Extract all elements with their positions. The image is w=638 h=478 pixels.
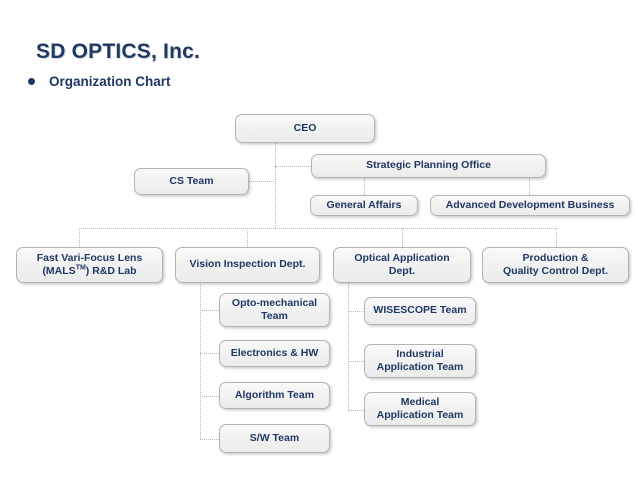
- node-general-affairs-label: General Affairs: [326, 198, 402, 211]
- node-production-line2: Quality Control Dept.: [503, 265, 608, 277]
- node-opto-mechanical-line2: Team: [261, 310, 288, 322]
- node-electronics-hw-label: Electronics & HW: [230, 346, 319, 359]
- connector-drop-optical: [402, 228, 403, 247]
- mals-close: ) R&D Lab: [85, 265, 137, 277]
- connector-vision-spine: [200, 280, 201, 439]
- node-advanced-development-business[interactable]: Advanced Development Business: [430, 195, 630, 216]
- connector-spo-to-ga: [364, 178, 365, 195]
- node-fast-vari-focus-lens-line2: (MALSTM) R&D Lab: [42, 265, 136, 278]
- connector-department-bar: [79, 228, 556, 229]
- connector-ceo-to-cs: [249, 181, 276, 182]
- connector-drop-production: [556, 228, 557, 247]
- node-fast-vari-focus-lens-rnd-lab[interactable]: Fast Vari-Focus Lens (MALSTM) R&D Lab: [16, 247, 163, 283]
- connector-vision-to-opto: [200, 310, 219, 311]
- node-cs-team-label: CS Team: [169, 174, 214, 187]
- node-algorithm-team-label: Algorithm Team: [234, 388, 315, 401]
- node-industrial-application-line1: Industrial: [396, 347, 444, 360]
- node-fast-vari-focus-lens-line1: Fast Vari-Focus Lens: [36, 251, 143, 264]
- connector-ceo-to-spo: [275, 166, 311, 167]
- connector-optical-to-medical: [348, 410, 364, 411]
- node-opto-mechanical-line1: Opto-mechanical: [231, 296, 318, 309]
- node-optical-application-dept[interactable]: Optical Application Dept.: [333, 247, 471, 283]
- node-production-line1: Production &: [522, 251, 589, 264]
- node-electronics-hw[interactable]: Electronics & HW: [219, 340, 330, 367]
- node-wisescope-team[interactable]: WISESCOPE Team: [364, 297, 476, 325]
- node-optical-application-line2: Dept.: [388, 265, 416, 277]
- node-cs-team[interactable]: CS Team: [134, 168, 249, 195]
- connector-vision-to-sw: [200, 439, 219, 440]
- page-title: SD OPTICS, Inc.: [36, 40, 201, 63]
- node-optical-application-line1: Optical Application: [354, 251, 450, 264]
- mals-open: (MALS: [42, 265, 76, 277]
- connector-vision-to-algorithm: [200, 396, 219, 397]
- connector-vision-to-electronics: [200, 353, 219, 354]
- node-wisescope-team-label: WISESCOPE Team: [373, 304, 467, 317]
- node-algorithm-team[interactable]: Algorithm Team: [219, 382, 330, 409]
- bullet-icon: [28, 78, 35, 85]
- node-medical-application-line1: Medical: [400, 395, 440, 408]
- subtitle-bullet-row: Organization Chart: [28, 74, 171, 89]
- connector-drop-mals: [79, 228, 80, 247]
- node-opto-mechanical-team[interactable]: Opto-mechanical Team: [219, 293, 330, 327]
- node-general-affairs[interactable]: General Affairs: [310, 195, 418, 216]
- connector-spo-to-adb: [529, 178, 530, 195]
- node-sw-team[interactable]: S/W Team: [219, 424, 330, 453]
- connector-drop-vision: [247, 228, 248, 247]
- connector-optical-spine: [348, 280, 349, 410]
- node-sw-team-label: S/W Team: [249, 431, 300, 444]
- node-medical-application-team[interactable]: Medical Application Team: [364, 392, 476, 426]
- node-medical-application-line2: Application Team: [376, 409, 464, 421]
- node-ceo-label: CEO: [293, 121, 317, 134]
- subtitle-label: Organization Chart: [49, 74, 171, 89]
- node-industrial-application-team[interactable]: Industrial Application Team: [364, 344, 476, 378]
- node-advanced-development-business-label: Advanced Development Business: [445, 198, 615, 211]
- connector-optical-to-wisescope: [348, 311, 364, 312]
- node-industrial-application-line2: Application Team: [376, 361, 464, 373]
- node-strategic-planning-office-label: Strategic Planning Office: [366, 159, 491, 172]
- node-ceo[interactable]: CEO: [235, 114, 375, 143]
- connector-ceo-trunk: [275, 143, 276, 228]
- trademark-superscript: TM: [75, 264, 86, 272]
- node-strategic-planning-office[interactable]: Strategic Planning Office: [311, 154, 546, 178]
- node-production-quality-control-dept[interactable]: Production & Quality Control Dept.: [482, 247, 629, 283]
- node-vision-inspection-dept-label: Vision Inspection Dept.: [189, 258, 306, 271]
- node-vision-inspection-dept[interactable]: Vision Inspection Dept.: [175, 247, 320, 283]
- connector-optical-to-industrial: [348, 361, 364, 362]
